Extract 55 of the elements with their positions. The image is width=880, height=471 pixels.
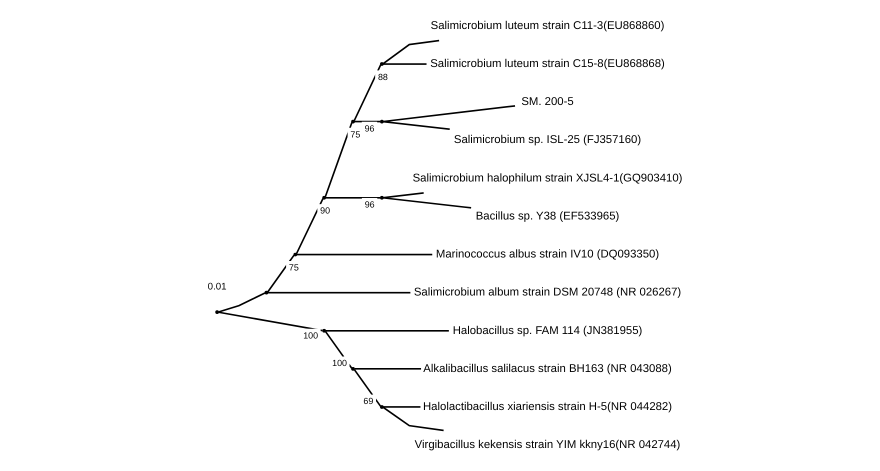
connector — [354, 368, 421, 370]
node-text: Salimicrobium luteum strain C11-3(EU868860) — [430, 20, 664, 32]
node-point — [380, 196, 384, 200]
node-text: Salimicrobium album strain DSM 20748 (NR 026267) — [413, 286, 681, 299]
connector — [268, 292, 410, 294]
connector — [325, 197, 380, 199]
connector — [324, 331, 352, 369]
node-text: Halobacillus sp. FAM 114 (JN381955) — [452, 324, 642, 337]
node-point — [322, 328, 326, 333]
node-point — [380, 62, 384, 66]
node-text: Virgibacillus kekensis strain YIM kkny16(NR 042744) — [414, 439, 680, 452]
connector — [296, 254, 432, 256]
connector — [353, 369, 381, 407]
node-point — [350, 367, 354, 371]
node-text: Halolactibacillus xiariensis strain H-5(NR 044282) — [422, 400, 672, 413]
node-point — [322, 196, 326, 200]
node-text: Alkalibacillus salilacus strain BH163 (NR 043088) — [422, 362, 672, 375]
connector — [266, 254, 294, 292]
node-label: 75 — [350, 129, 360, 140]
node-label: 88 — [377, 72, 388, 82]
node-text: Salimicrobium luteum strain C15-8(EU868868) — [430, 58, 664, 70]
node-point — [264, 290, 268, 295]
node-label: 96 — [364, 200, 374, 210]
node-label: 75 — [288, 262, 298, 273]
connector — [382, 197, 471, 209]
node-point — [380, 120, 384, 124]
node-label: 90 — [320, 206, 330, 216]
node-text: Bacillus sp. Y38 (EF533965) — [475, 210, 619, 222]
connector — [382, 406, 444, 432]
connector — [382, 120, 450, 130]
node-text: Marinococcus albus strain IV10 (DQ093350) — [435, 248, 659, 261]
node-point — [214, 310, 218, 314]
connector — [382, 406, 420, 408]
node-point — [380, 405, 384, 409]
connector — [382, 40, 439, 64]
node-label: 69 — [362, 396, 373, 406]
node-label: 100 — [332, 358, 346, 368]
node-point — [292, 252, 297, 256]
connector — [295, 198, 324, 254]
node-text: Salimicrobium halophilum strain XJSL4-1(GQ903410) — [412, 172, 682, 184]
connector — [218, 292, 265, 313]
node-point — [350, 120, 354, 124]
node-text: Salimicrobium sp. ISL-25 (FJ357160) — [453, 134, 641, 146]
connector — [382, 192, 424, 199]
connector — [382, 105, 515, 122]
connector — [382, 63, 426, 65]
connector — [354, 120, 380, 122]
connector — [324, 122, 352, 197]
node-label: 96 — [364, 123, 374, 134]
node-label: 100 — [302, 330, 318, 340]
connector — [325, 330, 448, 332]
connector — [353, 64, 381, 121]
node-text: SM. 200-5 — [520, 96, 574, 108]
label: 0.01 — [207, 281, 226, 292]
connector — [218, 311, 322, 332]
